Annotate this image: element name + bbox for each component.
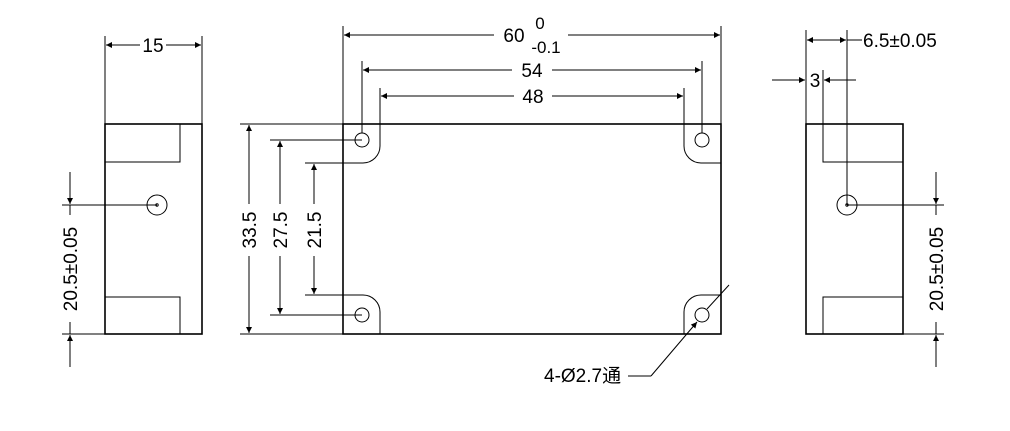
ear-bottom-left — [343, 294, 381, 335]
right-top-tab — [822, 124, 903, 163]
ear-top-right — [683, 123, 721, 164]
ear-bottom-right — [683, 294, 721, 335]
front-body-outline — [342, 123, 722, 335]
hole-leader-arrow — [650, 321, 698, 377]
overall-width-tol-upper: 0 — [535, 14, 544, 33]
right-bottom-tab — [822, 296, 903, 334]
hole-top-right — [694, 132, 710, 148]
right-body-outline — [805, 123, 904, 335]
left-top-tab — [105, 124, 181, 163]
right-step-label: 3 — [810, 71, 821, 92]
right-side-view: 6.5±0.05 3 20.5±0.05 — [772, 30, 948, 367]
left-body-outline — [104, 123, 203, 335]
height-label: 33.5 — [240, 212, 261, 249]
ear-top-left — [343, 123, 381, 164]
right-offset-label: 6.5±0.05 — [863, 31, 937, 52]
front-view: 60 0 -0.1 54 48 33.5 27.5 21.5 — [240, 14, 730, 387]
right-hole-height-label: 20.5±0.05 — [927, 227, 948, 311]
mid-width-label: 54 — [521, 61, 543, 82]
inner-width-label: 48 — [522, 87, 543, 108]
left-bottom-tab — [105, 296, 181, 334]
hole-bottom-right — [694, 307, 710, 323]
left-side-view: 15 20.5±0.05 — [61, 36, 203, 367]
left-hole-height-label: 20.5±0.05 — [61, 227, 82, 311]
hole-leader-top — [706, 284, 730, 310]
overall-width-tol-lower: -0.1 — [531, 38, 560, 57]
left-width-label: 15 — [142, 36, 163, 57]
hole-note-label: 4-Ø2.7通 — [544, 365, 621, 387]
mid-height-label: 27.5 — [271, 212, 292, 249]
overall-width-label: 60 — [503, 26, 524, 47]
inner-height-label: 21.5 — [305, 212, 326, 249]
